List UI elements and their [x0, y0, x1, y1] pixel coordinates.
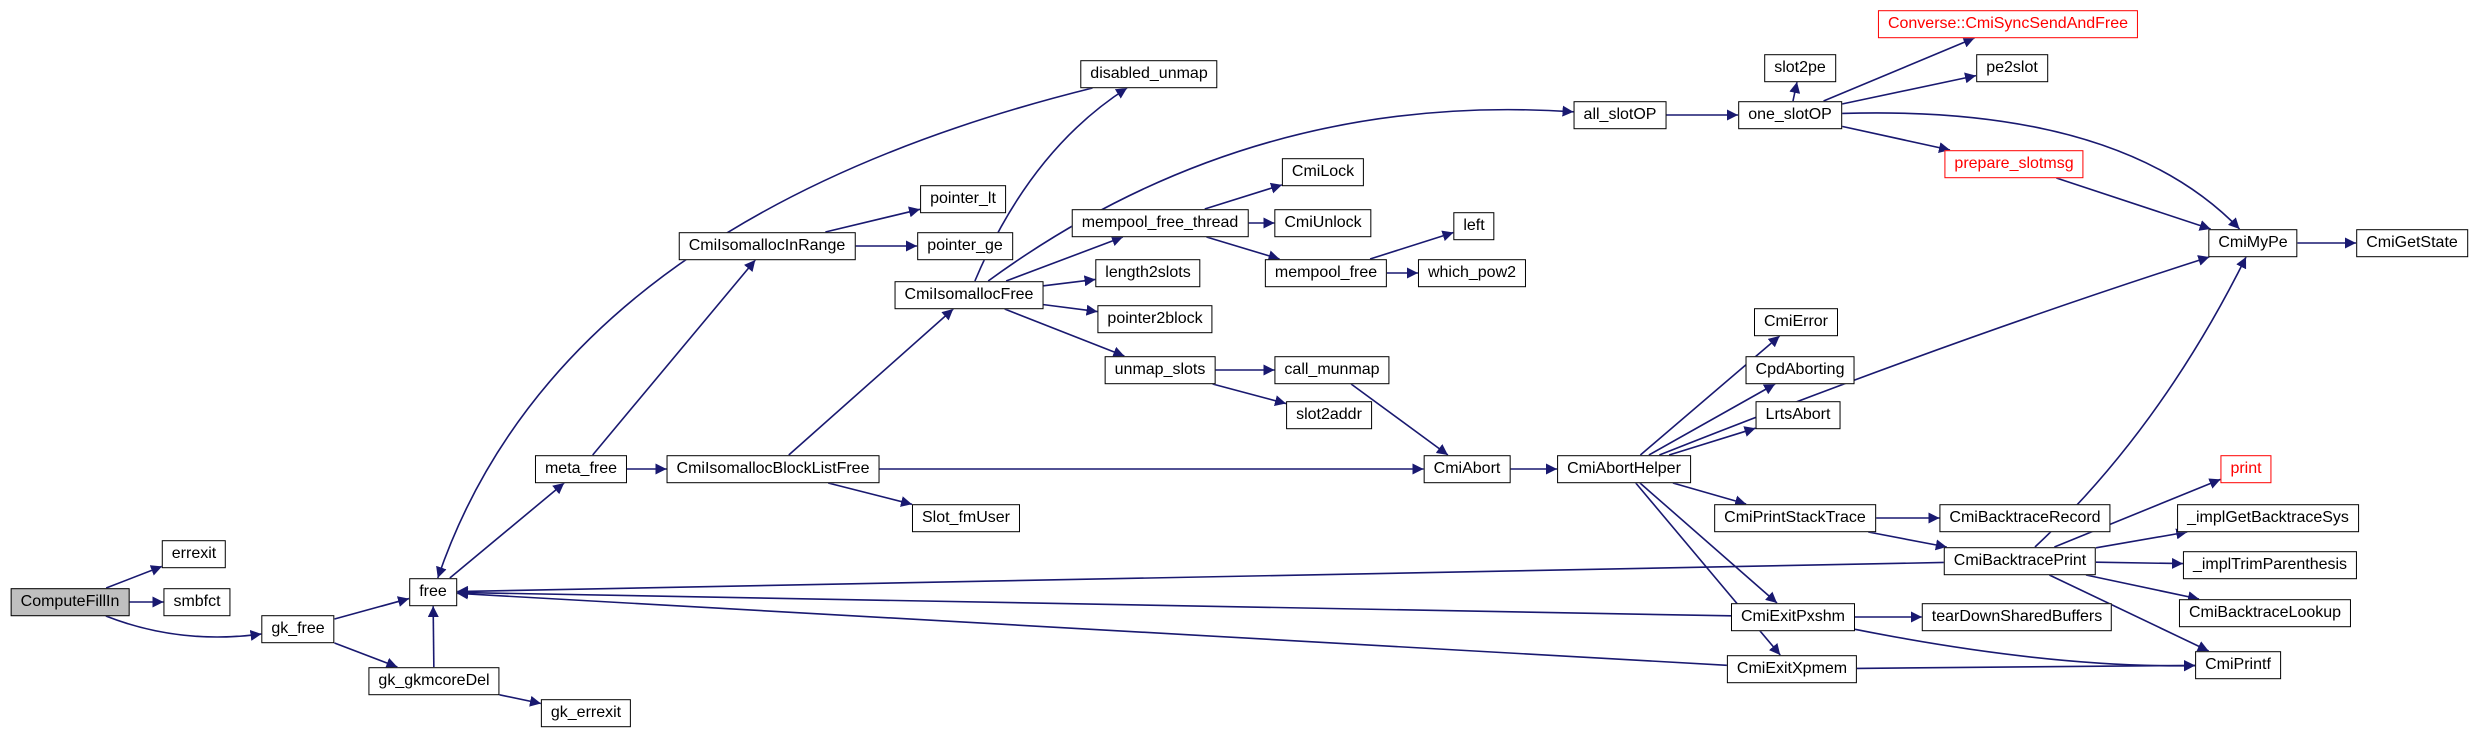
node-mp_thread[interactable]: mempool_free_thread: [1071, 209, 1249, 237]
edge-gk_gkmcoredel-to-free: [427, 605, 439, 668]
node-smbfct[interactable]: smbfct: [163, 588, 231, 616]
node-all_slotop[interactable]: all_slotOP: [1573, 101, 1667, 129]
edge-btprint-to-cmiprintf: [2049, 574, 2209, 652]
node-printstack[interactable]: CmiPrintStackTrace: [1714, 504, 1876, 532]
node-cmigetstate[interactable]: CmiGetState: [2356, 229, 2468, 257]
node-ptr_lt[interactable]: pointer_lt: [920, 185, 1006, 213]
node-cmimype[interactable]: CmiMyPe: [2208, 229, 2298, 257]
edge-aborthelper-to-printstack: [1672, 482, 1747, 507]
edge-btprint-to-bttrim: [2095, 557, 2184, 569]
node-aborthelper[interactable]: CmiAbortHelper: [1557, 455, 1691, 483]
node-call_munmap[interactable]: call_munmap: [1274, 356, 1390, 384]
node-cpdaborting[interactable]: CpdAborting: [1745, 356, 1855, 384]
node-btrecord[interactable]: CmiBacktraceRecord: [1939, 504, 2111, 532]
node-unmap_slots[interactable]: unmap_slots: [1104, 356, 1216, 384]
node-btlookup[interactable]: CmiBacktraceLookup: [2178, 599, 2352, 627]
node-errexit[interactable]: errexit: [161, 540, 227, 568]
edge-computefillin-to-gk_free: [105, 615, 262, 641]
node-exitxpmem[interactable]: CmiExitXpmem: [1726, 655, 1858, 683]
edge-iso_free-to-unmap_slots: [1004, 308, 1125, 358]
node-ptr2block[interactable]: pointer2block: [1097, 305, 1213, 333]
node-disabled_unmap[interactable]: disabled_unmap: [1080, 60, 1218, 88]
node-cmiabort[interactable]: CmiAbort: [1423, 455, 1511, 483]
node-exitpxshm[interactable]: CmiExitPxshm: [1730, 603, 1856, 631]
edge-inrange-to-ptr_lt: [825, 206, 921, 233]
edge-printstack-to-btprint: [1868, 531, 1947, 551]
node-btprint[interactable]: CmiBacktracePrint: [1943, 547, 2097, 575]
node-lrtsabort[interactable]: LrtsAbort: [1755, 401, 1841, 429]
edge-exitxpmem-to-cmiprintf: [1856, 659, 2196, 671]
node-blocklistfree[interactable]: CmiIsomallocBlockListFree: [666, 455, 880, 483]
edge-gk_free-to-gk_gkmcoredel: [334, 642, 398, 669]
edge-btprint-to-print: [2054, 478, 2221, 548]
edge-prep_slotmsg-to-cmimype: [2056, 177, 2211, 231]
edge-btprint-to-btsys: [2095, 528, 2188, 549]
edge-mp_thread-to-cmilock: [1204, 182, 1283, 210]
node-gk_errexit[interactable]: gk_errexit: [540, 699, 632, 727]
node-slot2pe[interactable]: slot2pe: [1764, 54, 1836, 82]
edge-exitxpmem-to-free: [456, 588, 1728, 667]
node-gk_free[interactable]: gk_free: [261, 615, 335, 643]
edge-one_slotop-to-pe2slot: [1841, 72, 1977, 105]
edge-iso_free-to-ptr2block: [1043, 303, 1098, 316]
edge-one_slotop-to-prep_slotmsg: [1841, 125, 1951, 154]
node-teardown[interactable]: tearDownSharedBuffers: [1921, 603, 2113, 631]
node-len2slots[interactable]: length2slots: [1095, 259, 1201, 287]
edge-call_munmap-to-cmiabort: [1350, 383, 1449, 456]
edge-iso_free-to-all_slotop: [987, 105, 1574, 282]
edge-aborthelper-to-cpdaborting: [1648, 383, 1776, 456]
edge-exitpxshm-to-cmiprintf: [1854, 628, 2196, 672]
node-computefillin[interactable]: ComputeFillIn: [10, 588, 130, 616]
node-free[interactable]: free: [409, 578, 457, 606]
node-iso_free[interactable]: CmiIsomallocFree: [894, 281, 1044, 309]
edge-gk_free-to-free: [334, 596, 410, 620]
node-pe2slot[interactable]: pe2slot: [1976, 54, 2048, 82]
node-slot_fmuser[interactable]: Slot_fmUser: [911, 504, 1021, 532]
edge-btprint-to-btlookup: [2085, 574, 2200, 603]
node-bttrim[interactable]: _implTrimParenthesis: [2182, 551, 2358, 579]
node-gk_gkmcoredel[interactable]: gk_gkmcoreDel: [368, 667, 500, 695]
node-slot2addr[interactable]: slot2addr: [1286, 401, 1372, 429]
node-cmiprintf[interactable]: CmiPrintf: [2195, 651, 2281, 679]
edge-aborthelper-to-exitpxshm: [1639, 482, 1778, 604]
edge-one_slotop-to-cmimype: [1841, 112, 2241, 230]
node-meta_free[interactable]: meta_free: [534, 455, 628, 483]
edge-iso_free-to-mp_thread: [1005, 235, 1124, 282]
edge-mp_thread-to-mempool_free: [1206, 236, 1280, 262]
node-print[interactable]: print: [2220, 455, 2272, 483]
node-prep_slotmsg[interactable]: prepare_slotmsg: [1944, 150, 2084, 178]
edge-aborthelper-to-cmimype: [1659, 255, 2210, 456]
edge-computefillin-to-errexit: [105, 565, 163, 589]
node-left[interactable]: left: [1453, 212, 1495, 240]
node-cmierror[interactable]: CmiError: [1754, 308, 1838, 336]
edge-iso_free-to-len2slots: [1043, 275, 1096, 287]
edge-meta_free-to-inrange: [592, 259, 756, 456]
node-which_pow2[interactable]: which_pow2: [1417, 259, 1527, 287]
node-cmilock[interactable]: CmiLock: [1281, 158, 1365, 186]
edge-blocklistfree-to-slot_fmuser: [827, 482, 913, 507]
edge-aborthelper-to-cmierror: [1639, 335, 1781, 456]
node-inrange[interactable]: CmiIsomallocInRange: [678, 232, 856, 260]
node-cmiunlock[interactable]: CmiUnlock: [1274, 209, 1372, 237]
node-ptr_ge[interactable]: pointer_ge: [917, 232, 1013, 260]
edge-free-to-meta_free: [449, 482, 565, 579]
edge-btprint-to-free: [456, 561, 1945, 597]
edge-one_slotop-to-syncsend: [1823, 37, 1975, 102]
node-syncsend[interactable]: Converse::CmiSyncSendAndFree: [1877, 10, 2139, 38]
edge-aborthelper-to-lrtsabort: [1668, 426, 1756, 456]
edge-blocklistfree-to-iso_free: [788, 308, 954, 456]
node-btsys[interactable]: _implGetBacktraceSys: [2177, 504, 2359, 532]
edge-disabled_unmap-to-free: [436, 87, 1093, 579]
edge-unmap_slots-to-slot2addr: [1212, 383, 1287, 407]
node-mempool_free[interactable]: mempool_free: [1264, 259, 1388, 287]
edge-mempool_free-to-left: [1369, 230, 1454, 260]
node-one_slotop[interactable]: one_slotOP: [1738, 101, 1842, 129]
edge-one_slotop-to-slot2pe: [1789, 81, 1801, 102]
edge-gk_gkmcoredel-to-gk_errexit: [499, 694, 542, 707]
edge-exitpxshm-to-free: [456, 587, 1732, 617]
